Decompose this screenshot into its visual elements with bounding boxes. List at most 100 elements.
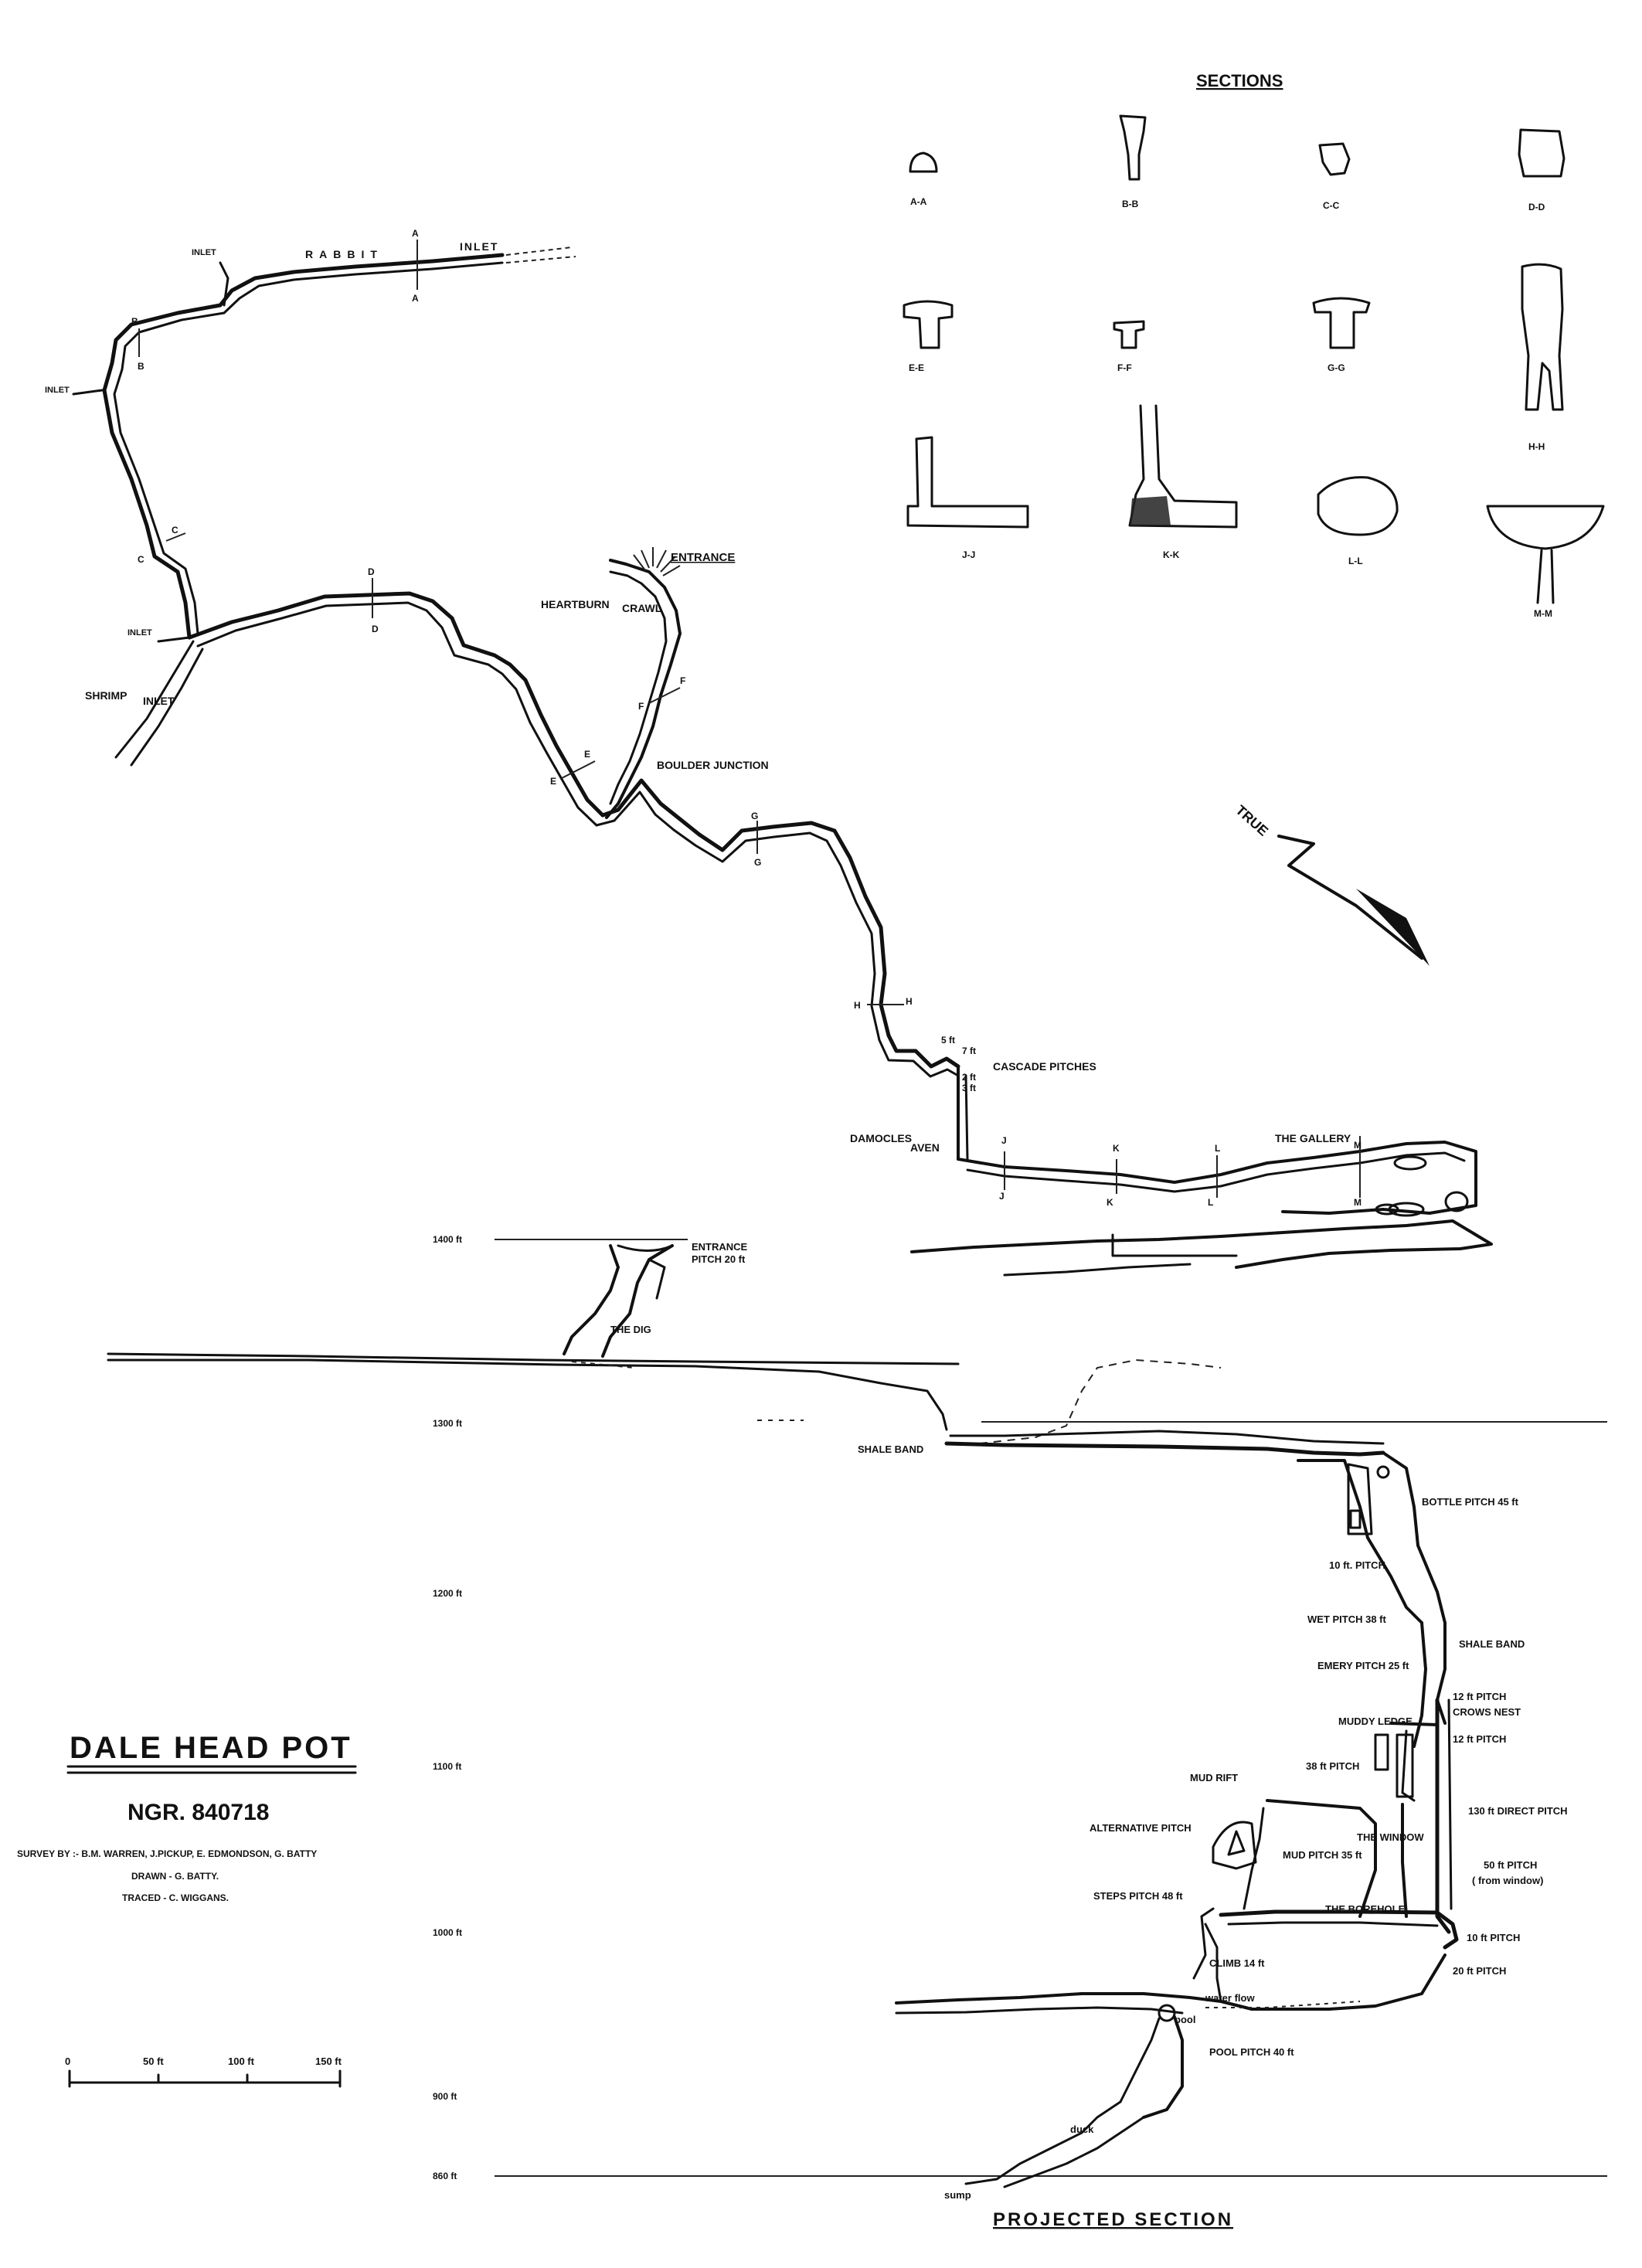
section-shape-j: [906, 436, 1029, 529]
label-shrimp: SHRIMP: [85, 689, 127, 702]
elev-1000: 1000 ft: [433, 1927, 462, 1938]
section-label-h: H-H: [1528, 441, 1545, 452]
label-shrimp-inlet: INLET: [143, 695, 175, 707]
section-shape-a: [909, 151, 938, 173]
label-pitch-7ft: 7 ft: [962, 1046, 976, 1056]
label-heartburn-crawl: CRAWL: [622, 602, 662, 614]
scale-tick-100: 100 ft: [228, 2055, 255, 2067]
label-pitch-20ft: 20 ft PITCH: [1453, 1965, 1506, 1977]
map-title: DALE HEAD POT: [70, 1731, 352, 1765]
marker-j-1: J: [1001, 1135, 1007, 1146]
label-cascade-pitches: CASCADE PITCHES: [993, 1060, 1096, 1073]
section-shape-c: [1318, 142, 1351, 176]
label-pitch-50ft: 50 ft PITCH: [1484, 1859, 1537, 1871]
rabbit-inlet-passage: [102, 253, 505, 640]
label-shale-band-1: SHALE BAND: [858, 1443, 923, 1455]
elev-1200: 1200 ft: [433, 1588, 462, 1599]
marker-m-1: M: [1354, 1140, 1362, 1151]
label-inlet-1: INLET: [192, 248, 216, 257]
marker-b-2: B: [138, 361, 144, 372]
label-pitch-10ft: 10 ft. PITCH: [1329, 1559, 1385, 1571]
label-pitch-5ft: 5 ft: [941, 1035, 955, 1046]
section-shape-g: [1312, 297, 1371, 349]
marker-k-1: K: [1113, 1143, 1120, 1154]
label-wet-pitch: WET PITCH 38 ft: [1307, 1613, 1387, 1625]
marker-e-2: E: [550, 776, 556, 787]
label-pitch-12ft-a: 12 ft PITCH: [1453, 1691, 1506, 1702]
section-label-l: L-L: [1348, 556, 1363, 566]
marker-c-2: C: [138, 554, 144, 565]
marker-c-1: C: [172, 525, 178, 536]
label-crows-nest: CROWS NEST: [1453, 1706, 1521, 1718]
label-inlet-3: INLET: [127, 628, 152, 638]
lower-streamway: [895, 1953, 1447, 2011]
direct-pitch-shaft: [1435, 1698, 1451, 1934]
marker-a-2: A: [412, 293, 419, 304]
credit-drawn: DRAWN - G. BATTY.: [131, 1871, 219, 1882]
credit-survey: SURVEY BY :- B.M. WARREN, J.PICKUP, E. E…: [17, 1848, 317, 1859]
entrance-shaft-icon: [633, 547, 681, 576]
label-pool: pool: [1175, 2014, 1195, 2025]
north-arrow-label: TRUE: [1232, 802, 1271, 839]
bottle-pitch-shaft: [1297, 1459, 1423, 1624]
label-steps-pitch: STEPS PITCH 48 ft: [1093, 1890, 1183, 1902]
label-emery-pitch: EMERY PITCH 25 ft: [1317, 1660, 1409, 1671]
label-entrance: ENTRANCE: [671, 551, 735, 564]
entrance-crawl: [605, 559, 682, 819]
label-pitch-2ft: 2 ft: [962, 1072, 976, 1083]
label-projected-section: PROJECTED SECTION: [993, 2209, 1233, 2230]
label-pitch-12ft-b: 12 ft PITCH: [1453, 1733, 1506, 1745]
section-label-m: M-M: [1534, 608, 1552, 619]
label-water-flow: water flow: [1205, 1992, 1255, 2004]
label-pool-pitch: POOL PITCH 40 ft: [1209, 2046, 1294, 2058]
label-entrance-pitch: ENTRANCE: [692, 1241, 748, 1253]
section-label-b: B-B: [1122, 199, 1139, 209]
map-ngr: NGR. 840718: [127, 1800, 269, 1825]
shrimp-inlet-passage: [114, 640, 195, 759]
marker-l-2: L: [1208, 1197, 1213, 1208]
plan-labels: RABBIT INLET INLET INLET INLET SHRIMP IN…: [45, 228, 1362, 1208]
section-shape-k: [1128, 404, 1238, 529]
section-shape-m: [1486, 505, 1605, 550]
section-label-a: A-A: [910, 196, 927, 207]
label-inlet-2: INLET: [45, 386, 70, 395]
marker-a-1: A: [412, 228, 419, 239]
label-climb: CLIMB 14 ft: [1209, 1957, 1265, 1969]
marker-b-1: B: [131, 316, 138, 327]
section-label-k: K-K: [1163, 549, 1180, 560]
the-borehole: [1219, 1909, 1459, 1950]
marker-j-2: J: [999, 1191, 1005, 1202]
section-shape-l: [1317, 476, 1399, 536]
plan-view: [72, 247, 1493, 1277]
section-label-j: J-J: [962, 549, 975, 560]
section-label-g: G-G: [1328, 362, 1345, 373]
scale-bar: 0 50 ft 100 ft 150 ft: [65, 2055, 342, 2088]
label-damocles-aven: AVEN: [910, 1141, 940, 1154]
label-the-window: THE WINDOW: [1357, 1831, 1424, 1843]
scale-tick-0: 0: [65, 2055, 70, 2067]
main-passage-lower: [600, 778, 960, 1069]
projected-section: 1400 ft 1300 ft 1200 ft 1100 ft 1000 ft …: [107, 1234, 1607, 2230]
label-the-borehole: THE BOREHOLE: [1325, 1903, 1406, 1915]
section-shape-f: [1113, 320, 1145, 349]
marker-h-1: H: [854, 1000, 861, 1011]
gallery-lower-passage: [910, 1219, 1493, 1269]
label-rabbit: RABBIT: [305, 248, 383, 260]
section-label-f: F-F: [1117, 362, 1132, 373]
section-shape-h: [1521, 263, 1564, 411]
label-alternative-pitch: ALTERNATIVE PITCH: [1090, 1822, 1192, 1834]
north-arrow: TRUE: [1232, 802, 1430, 966]
label-entrance-pitch-2: PITCH 20 ft: [692, 1253, 746, 1265]
label-pitch-10ft-b: 10 ft PITCH: [1467, 1932, 1520, 1943]
label-damocles: DAMOCLES: [850, 1132, 912, 1144]
label-mud-rift: MUD RIFT: [1190, 1772, 1238, 1783]
section-shape-d: [1518, 128, 1566, 178]
label-shale-band-2: SHALE BAND: [1459, 1638, 1525, 1650]
label-direct-pitch: 130 ft DIRECT PITCH: [1468, 1805, 1568, 1817]
label-boulder-junction: BOULDER JUNCTION: [657, 759, 769, 771]
marker-f-1: F: [680, 675, 685, 686]
label-bottle-pitch: BOTTLE PITCH 45 ft: [1422, 1496, 1519, 1508]
marker-g-2: G: [754, 857, 761, 868]
ground-surface: [107, 1352, 960, 1365]
